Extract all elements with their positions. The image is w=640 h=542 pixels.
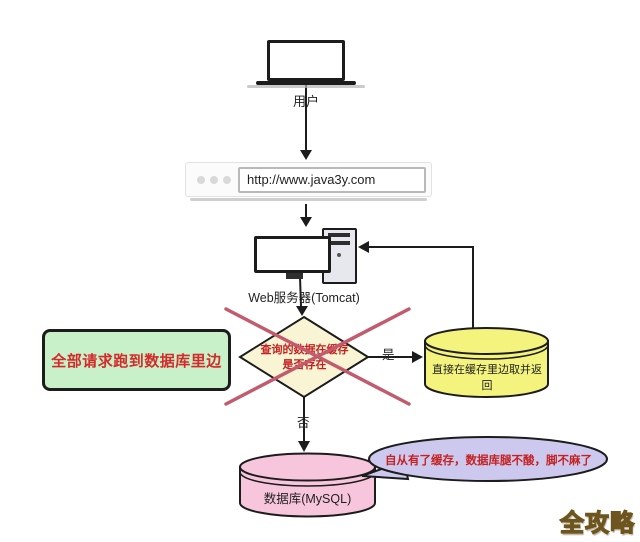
cache-db-label: 直接在缓存里边取并返回 — [432, 364, 542, 392]
arrowhead-left-icon — [358, 241, 369, 253]
note-text: 全部请求跑到数据库里边 — [51, 352, 222, 370]
browser-bar-shadow — [190, 198, 427, 201]
laptop-base — [256, 81, 356, 85]
arrowhead-down-icon — [296, 306, 308, 316]
watermark: 全攻略 — [559, 509, 635, 537]
mysql-db-label: 数据库(MySQL) — [263, 492, 352, 506]
arrow-cache-return-to-server — [369, 246, 474, 330]
laptop-shadow — [247, 85, 365, 88]
note-box: 全部请求跑到数据库里边 — [42, 329, 231, 391]
user-laptop-icon — [267, 40, 345, 81]
mysql-cylinder-top — [239, 452, 376, 482]
cache-cylinder-top — [424, 327, 549, 355]
mysql-cylinder-rim — [239, 471, 376, 487]
no-branch-label: 否 — [297, 416, 310, 430]
user-label: 用户 — [292, 94, 319, 109]
speech-bubble-text: 自从有了缓存，数据库腿不酸，脚不麻了 — [385, 455, 592, 467]
decision-line2: 是否存在 — [282, 358, 327, 371]
tower-slot — [328, 241, 350, 245]
cache-cylinder-rim — [424, 344, 549, 360]
server-monitor-stand — [286, 273, 303, 279]
decision-label: 查询的数据在缓存 是否存在 — [244, 343, 365, 373]
browser-dot-icon — [210, 176, 218, 184]
tower-power-dot — [337, 253, 341, 257]
decision-line1: 查询的数据在缓存 — [260, 344, 349, 356]
server-monitor-icon — [254, 236, 331, 273]
yes-branch-label: 是 — [382, 348, 395, 362]
arrowhead-down-icon — [300, 217, 312, 227]
browser-address-bar: http://www.java3y.com — [185, 162, 432, 197]
arrowhead-down-icon — [298, 441, 310, 452]
tower-slot — [328, 233, 350, 237]
url-input: http://www.java3y.com — [238, 167, 426, 193]
arrowhead-right-icon — [412, 351, 423, 363]
browser-dot-icon — [197, 176, 205, 184]
arrowhead-down-icon — [300, 150, 312, 160]
browser-dot-icon — [223, 176, 231, 184]
web-server-label: Web服务器(Tomcat) — [248, 291, 360, 305]
